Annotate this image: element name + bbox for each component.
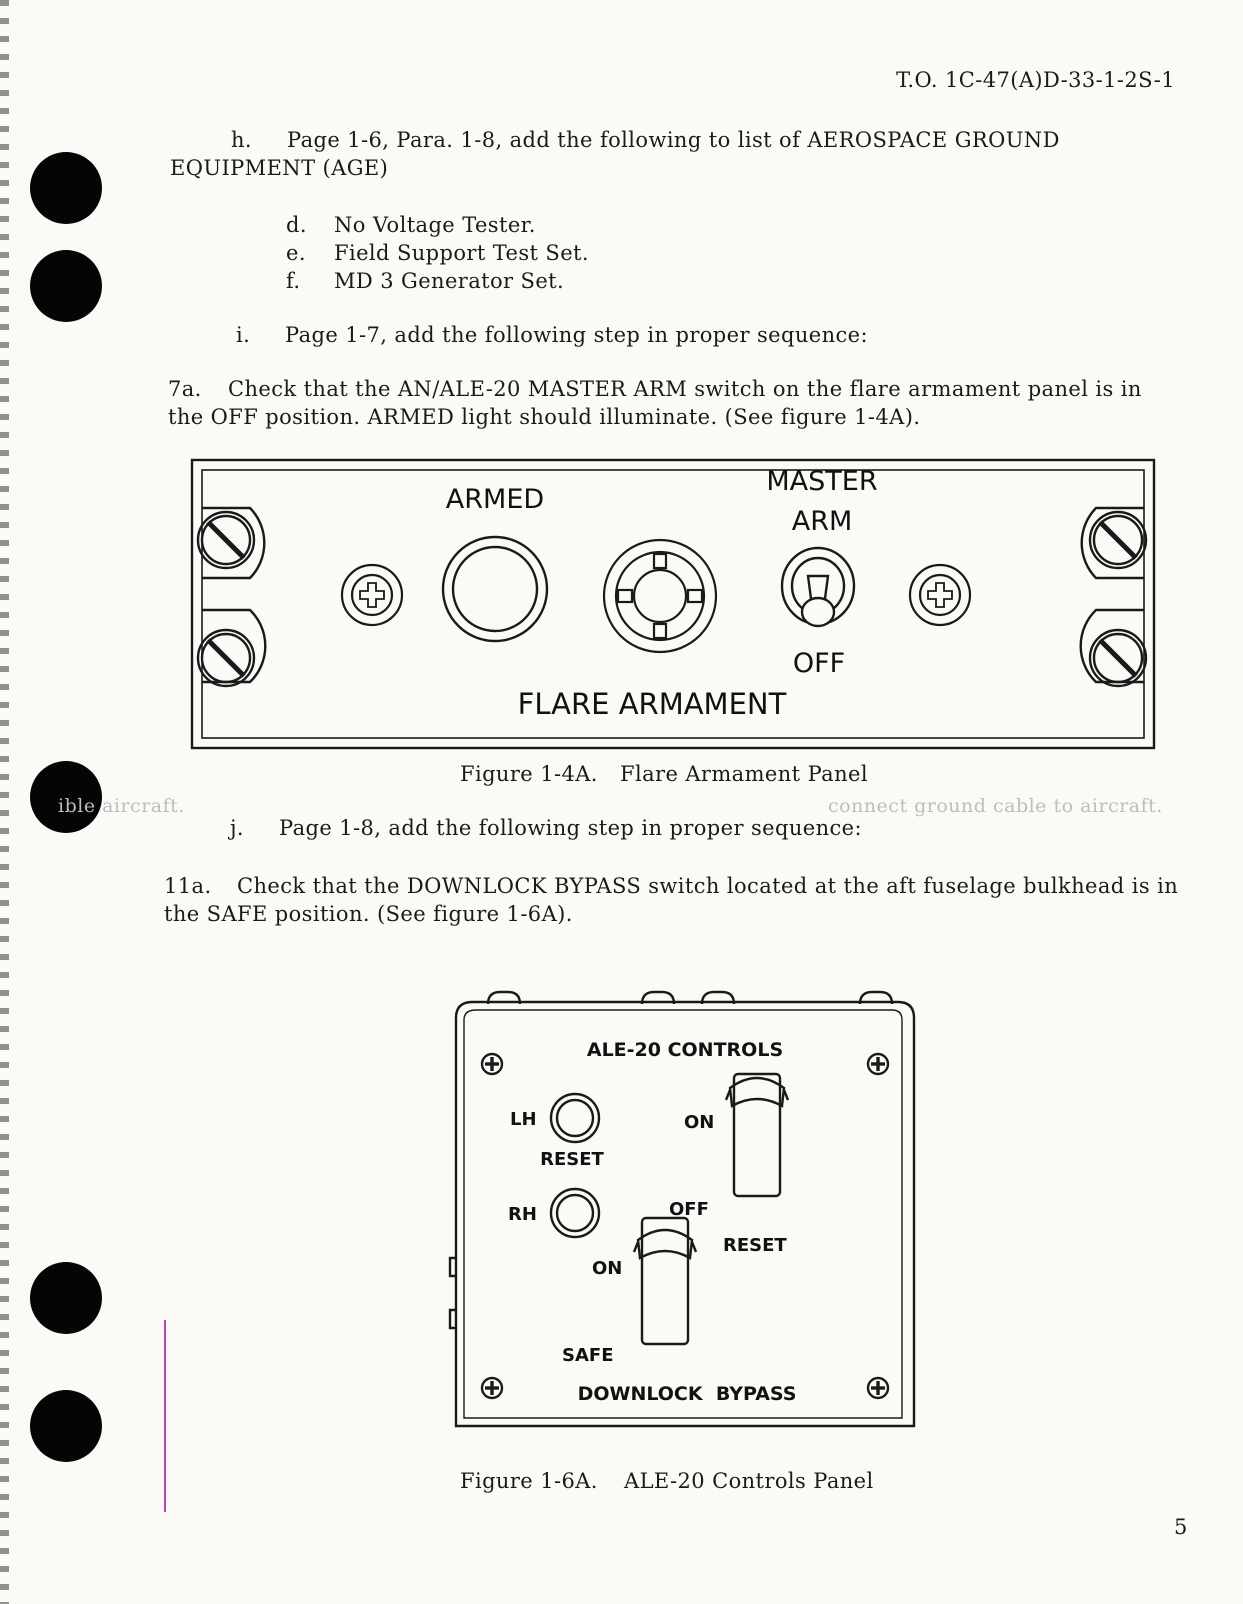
slotted-screw-icon bbox=[1088, 510, 1148, 570]
master-label: MASTER bbox=[766, 466, 877, 497]
ale20-controls-title: ALE-20 CONTROLS bbox=[587, 1039, 783, 1061]
off-label: OFF bbox=[669, 1199, 709, 1220]
off-label: OFF bbox=[793, 648, 845, 679]
margin-line bbox=[164, 1320, 166, 1512]
page-number: 5 bbox=[1174, 1515, 1188, 1539]
panel-side-tab bbox=[448, 1256, 456, 1330]
panel-top-tab bbox=[640, 990, 676, 1005]
reset-right-label: RESET bbox=[723, 1235, 787, 1256]
figure-1-4a-caption-title: Flare Armament Panel bbox=[620, 762, 868, 786]
master-arm-toggle-switch bbox=[780, 546, 856, 628]
punch-hole bbox=[30, 1390, 102, 1462]
arm-label: ARM bbox=[792, 506, 853, 537]
step-i-text: Page 1-7, add the following step in prop… bbox=[285, 323, 868, 347]
age-item-text: No Voltage Tester. bbox=[334, 213, 536, 237]
ale20-controls-panel-figure: ALE-20 CONTROLS LH RESET RH ON OFF RESET… bbox=[448, 990, 916, 1428]
age-item-letter: d. bbox=[286, 213, 307, 237]
rh-label: RH bbox=[508, 1204, 537, 1225]
step-i-letter: i. bbox=[236, 323, 251, 347]
phillips-screw-icon bbox=[340, 563, 404, 627]
step-7a-number: 7a. bbox=[168, 377, 202, 401]
downlock-bypass-rocker-switch bbox=[632, 1216, 698, 1346]
left-bracket-outline bbox=[202, 506, 267, 684]
figure-1-6a-caption-title: ALE-20 Controls Panel bbox=[624, 1469, 874, 1493]
figure-1-4a-caption-number: Figure 1-4A. bbox=[460, 762, 598, 786]
step-7a-line1: Check that the AN/ALE-20 MASTER ARM swit… bbox=[228, 377, 1142, 401]
slotted-screw-icon bbox=[196, 510, 256, 570]
master-rocker-switch bbox=[724, 1072, 790, 1198]
dimmer-knob-icon bbox=[602, 538, 718, 654]
punch-hole bbox=[30, 152, 102, 224]
step-11a-line2: the SAFE position. (See figure 1-6A). bbox=[164, 902, 573, 926]
step-11a-number: 11a. bbox=[164, 874, 212, 898]
panel-top-tab bbox=[858, 990, 894, 1005]
age-item-text: MD 3 Generator Set. bbox=[334, 269, 565, 293]
rh-reset-button bbox=[549, 1187, 601, 1239]
panel-inner-border bbox=[201, 469, 1145, 739]
bleed-through-text: ible aircraft. bbox=[58, 795, 185, 817]
panel-title-flare-armament: FLARE ARMAMENT bbox=[518, 687, 787, 721]
punch-hole bbox=[30, 1262, 102, 1334]
step-j-text: Page 1-8, add the following step in prop… bbox=[279, 816, 862, 840]
step-11a-line1: Check that the DOWNLOCK BYPASS switch lo… bbox=[237, 874, 1179, 898]
step-h-letter: h. bbox=[231, 128, 253, 152]
lh-reset-button bbox=[549, 1092, 601, 1144]
age-item-letter: e. bbox=[286, 241, 306, 265]
panel-top-tab bbox=[700, 990, 736, 1005]
right-bracket-outline bbox=[1079, 506, 1144, 684]
panel-outer-border bbox=[454, 1000, 916, 1428]
phillips-screw-icon bbox=[908, 563, 972, 627]
step-h-text: Page 1-6, Para. 1-8, add the following t… bbox=[287, 128, 1060, 152]
flare-armament-panel-figure: ARMED MASTER ARM OFF FLARE ARMAMENT bbox=[190, 458, 1156, 750]
document-number: T.O. 1C-47(A)D-33-1-2S-1 bbox=[896, 68, 1175, 92]
safe-label: SAFE bbox=[562, 1345, 614, 1366]
phillips-screw-icon bbox=[480, 1376, 504, 1400]
panel-inner-border bbox=[463, 1009, 903, 1419]
on-lower-label: ON bbox=[592, 1258, 622, 1279]
armed-indicator-light bbox=[441, 535, 549, 643]
armed-label: ARMED bbox=[446, 484, 544, 515]
step-h-continuation: EQUIPMENT (AGE) bbox=[170, 156, 389, 180]
step-j-letter: j. bbox=[230, 816, 244, 840]
panel-top-tab bbox=[486, 990, 522, 1005]
downlock-bypass-label: DOWNLOCK BYPASS bbox=[578, 1383, 797, 1405]
phillips-screw-icon bbox=[480, 1052, 504, 1076]
on-upper-label: ON bbox=[684, 1112, 714, 1133]
phillips-screw-icon bbox=[866, 1376, 890, 1400]
age-item-letter: f. bbox=[286, 269, 301, 293]
bleed-through-text: connect ground cable to aircraft. bbox=[828, 795, 1163, 817]
page-edge-perforation bbox=[0, 0, 9, 1604]
phillips-screw-icon bbox=[866, 1052, 890, 1076]
figure-1-6a-caption-number: Figure 1-6A. bbox=[460, 1469, 598, 1493]
slotted-screw-icon bbox=[1088, 628, 1148, 688]
slotted-screw-icon bbox=[196, 628, 256, 688]
reset-label: RESET bbox=[540, 1149, 604, 1170]
panel-outer-border bbox=[190, 458, 1156, 750]
punch-hole bbox=[30, 250, 102, 322]
step-7a-line2: the OFF position. ARMED light should ill… bbox=[168, 405, 921, 429]
punch-hole bbox=[30, 761, 102, 833]
lh-label: LH bbox=[510, 1109, 537, 1130]
age-item-text: Field Support Test Set. bbox=[334, 241, 589, 265]
